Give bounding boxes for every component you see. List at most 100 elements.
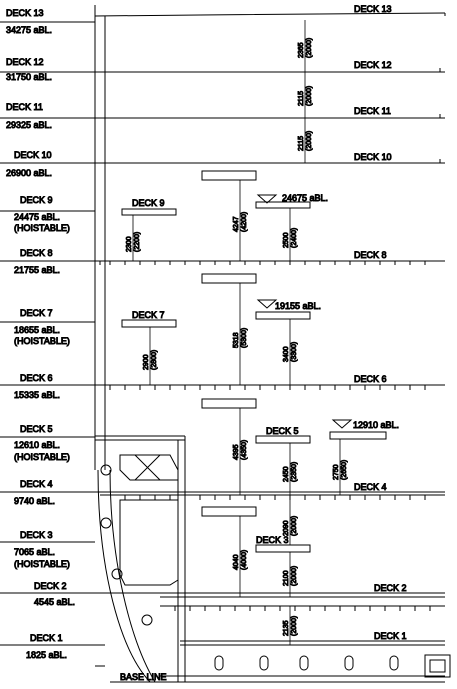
deck-elev-8: 21755 aBL. — [14, 265, 60, 275]
hole — [141, 614, 153, 626]
platform-deck-3 — [255, 544, 311, 553]
elevation-markers — [256, 194, 353, 429]
dimension-lines — [132, 180, 341, 645]
dim-value: (2000) — [291, 566, 298, 586]
platform-deck-5-right — [329, 431, 387, 440]
deck-name-4: DECK 4 — [20, 479, 53, 489]
dim-value: 2090 — [283, 520, 290, 536]
dim-value: (2000) — [306, 86, 313, 106]
deck-right-10: DECK 10 — [354, 152, 392, 162]
deck-hoist-3: (HOISTABLE) — [14, 559, 70, 569]
dim-value: 4247 — [233, 216, 240, 232]
deck-elev-12: 31750 aBL. — [6, 72, 52, 82]
ticks — [94, 159, 441, 167]
ticks — [94, 68, 441, 76]
dim-value: (4200) — [241, 212, 248, 232]
deck-name-3: DECK 3 — [20, 530, 53, 540]
deck-elev-9: 24475 aBL. — [14, 212, 60, 222]
platform-label-3: DECK 3 — [256, 535, 289, 545]
deck-name-12: DECK 12 — [6, 57, 44, 67]
deck-name-10: DECK 10 — [14, 150, 52, 160]
elev-marker-19155: 19155 aBL. — [275, 301, 321, 311]
dim-value: 2135 — [283, 620, 290, 636]
deck-right-13: DECK 13 — [354, 4, 392, 14]
platform-deck-9-right — [255, 201, 311, 209]
lightening-hole — [299, 655, 309, 671]
deck-right-11: DECK 11 — [354, 106, 391, 116]
deck-elev-3: 7065 aBL. — [14, 547, 55, 557]
casing — [119, 454, 179, 481]
elev-marker-24675: 24675 aBL. — [282, 193, 328, 203]
deck-lines — [0, 21, 445, 683]
triangle-12910 — [331, 419, 353, 429]
casing-lower — [119, 499, 179, 586]
platform-labels: DECK 9 DECK 7 DECK 5 DECK 3 24675 aBL. 1… — [132, 193, 400, 546]
hole — [111, 568, 123, 580]
deck-elev-13: 34275 aBL. — [6, 25, 52, 35]
platform-deck-7 — [121, 319, 177, 328]
dim-value: (3300) — [291, 342, 298, 362]
beam-deck-3 — [201, 506, 257, 517]
deck-right-12: DECK 12 — [354, 60, 392, 70]
brace — [134, 454, 161, 481]
platform-label-7: DECK 7 — [132, 310, 165, 320]
triangle-19155 — [256, 299, 278, 309]
platform-deck-7-right — [255, 311, 311, 320]
platform-deck-5 — [255, 435, 311, 444]
dim-value: (2000) — [291, 616, 298, 636]
dim-value: 2450 — [283, 466, 290, 482]
deck-elev-4: 9740 aBL. — [14, 496, 55, 506]
deck-labels-right: DECK 13 DECK 12 DECK 11 DECK 10 DECK 8 D… — [120, 4, 408, 683]
hull-side-outer — [109, 469, 156, 683]
dim-value: (2400) — [291, 228, 298, 248]
deck-right-1: DECK 1 — [374, 631, 407, 641]
hull-side-line — [97, 469, 151, 683]
sheer-line — [94, 12, 446, 17]
deck-elev-11: 29325 aBL. — [6, 120, 52, 130]
dim-value: 2115 — [298, 136, 305, 151]
dim-value: (2200) — [134, 232, 141, 252]
beam-deck-7 — [201, 273, 257, 284]
deck-elev-1: 1825 aBL. — [26, 650, 67, 660]
deck-labels-left: DECK 13 34275 aBL. DECK 12 31750 aBL. DE… — [6, 8, 76, 661]
deck-name-11: DECK 11 — [6, 102, 43, 112]
deck-elev-7: 18655 aBL. — [14, 325, 60, 335]
hoistable-platforms — [121, 170, 387, 553]
ticks — [109, 385, 426, 390]
deck-hoist-7: (HOISTABLE) — [14, 336, 70, 346]
dimension-texts: 2365 (2000) 2115 (2000) 2115 (2000) 2300… — [126, 37, 349, 636]
platform-label-9: DECK 9 — [132, 198, 165, 208]
deck-name-6: DECK 6 — [20, 373, 53, 383]
lightening-hole — [389, 655, 399, 671]
deck-name-2: DECK 2 — [34, 581, 67, 591]
ticks — [174, 606, 431, 611]
hole — [100, 464, 112, 476]
deck-name-1: DECK 1 — [30, 633, 63, 643]
dim-value: (2000) — [291, 516, 298, 536]
deck-name-7: DECK 7 — [20, 308, 53, 318]
beam-deck-9 — [201, 170, 257, 181]
beam-deck-5 — [201, 398, 257, 409]
deck-right-2: DECK 2 — [374, 583, 407, 593]
deck-name-5: DECK 5 — [20, 424, 53, 434]
dim-value: (5300) — [241, 328, 248, 348]
lightening-hole — [344, 655, 354, 671]
dim-value: (2650) — [341, 460, 348, 480]
ticks — [124, 495, 426, 500]
deck-right-6: DECK 6 — [354, 374, 387, 384]
dim-value: 4040 — [233, 554, 240, 570]
keel-box — [424, 654, 451, 678]
lightening-hole — [214, 655, 224, 671]
ticks — [94, 114, 441, 122]
platform-label-5: DECK 5 — [266, 426, 299, 436]
hull-structure — [95, 435, 451, 683]
deck-hoist-5: (HOISTABLE) — [14, 452, 70, 462]
deck-elev-5: 12610 aBL. — [14, 440, 60, 450]
deck-ticks — [94, 68, 441, 611]
dim-value: 4395 — [233, 444, 240, 460]
elev-marker-12910: 12910 aBL. — [353, 420, 399, 430]
platform-deck-9 — [121, 208, 177, 216]
dim-value: 2900 — [143, 354, 150, 370]
dim-value: (2000) — [306, 38, 313, 58]
